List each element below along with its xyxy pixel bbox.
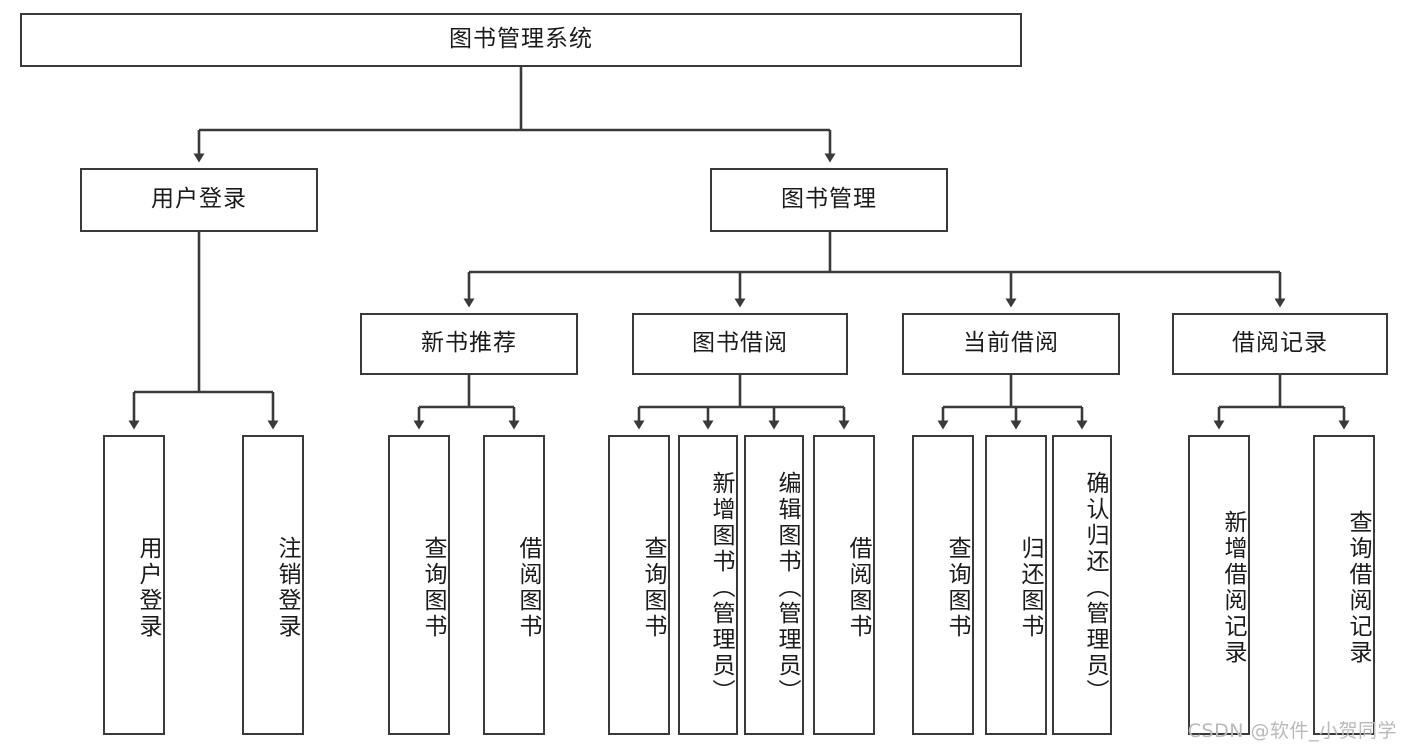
node-label: 注销登录	[274, 536, 300, 640]
node-label: 查询借阅记录	[1345, 510, 1371, 666]
leaf-return-book[interactable]: 归还图书	[985, 435, 1047, 735]
leaf-user-login[interactable]: 用户登录	[103, 435, 165, 735]
node-label: 图书管理系统	[449, 26, 593, 53]
node-label: 查询图书	[640, 536, 666, 640]
node-label: 确认归还（管理员）	[1082, 471, 1108, 705]
node-label: 编辑图书（管理员）	[774, 471, 800, 705]
node-label: 借阅记录	[1232, 330, 1328, 357]
leaf-borrow-book-recommend[interactable]: 借阅图书	[483, 435, 545, 735]
leaf-query-borrow-record[interactable]: 查询借阅记录	[1313, 435, 1375, 735]
leaf-query-book-borrow[interactable]: 查询图书	[608, 435, 670, 735]
leaf-query-book-recommend[interactable]: 查询图书	[388, 435, 450, 735]
node-label: 用户登录	[151, 186, 247, 213]
watermark: CSDN @软件_小贺同学	[1187, 720, 1397, 742]
node-label: 新书推荐	[421, 330, 517, 357]
node-label: 查询图书	[420, 536, 446, 640]
leaf-add-borrow-record[interactable]: 新增借阅记录	[1188, 435, 1250, 735]
node-label: 当前借阅	[963, 330, 1059, 357]
node-new-book-recommend[interactable]: 新书推荐	[360, 313, 578, 375]
node-borrow-record[interactable]: 借阅记录	[1172, 313, 1388, 375]
node-label: 新增借阅记录	[1220, 510, 1246, 666]
node-label: 借阅图书	[515, 536, 541, 640]
leaf-confirm-return-admin[interactable]: 确认归还（管理员）	[1052, 435, 1112, 735]
node-label: 借阅图书	[845, 536, 871, 640]
leaf-borrow-book[interactable]: 借阅图书	[813, 435, 875, 735]
node-current-borrow[interactable]: 当前借阅	[902, 313, 1120, 375]
node-book-borrow[interactable]: 图书借阅	[632, 313, 848, 375]
node-user-login[interactable]: 用户登录	[80, 168, 318, 232]
node-label: 用户登录	[135, 536, 161, 640]
node-root[interactable]: 图书管理系统	[20, 13, 1022, 67]
leaf-add-book-admin[interactable]: 新增图书（管理员）	[678, 435, 738, 735]
leaf-edit-book-admin[interactable]: 编辑图书（管理员）	[744, 435, 804, 735]
leaf-query-book-current[interactable]: 查询图书	[912, 435, 974, 735]
node-label: 图书管理	[781, 186, 877, 213]
node-label: 归还图书	[1017, 536, 1043, 640]
node-label: 查询图书	[944, 536, 970, 640]
node-book-management[interactable]: 图书管理	[710, 168, 948, 232]
node-label: 图书借阅	[692, 330, 788, 357]
leaf-logout[interactable]: 注销登录	[242, 435, 304, 735]
node-label: 新增图书（管理员）	[708, 471, 734, 705]
